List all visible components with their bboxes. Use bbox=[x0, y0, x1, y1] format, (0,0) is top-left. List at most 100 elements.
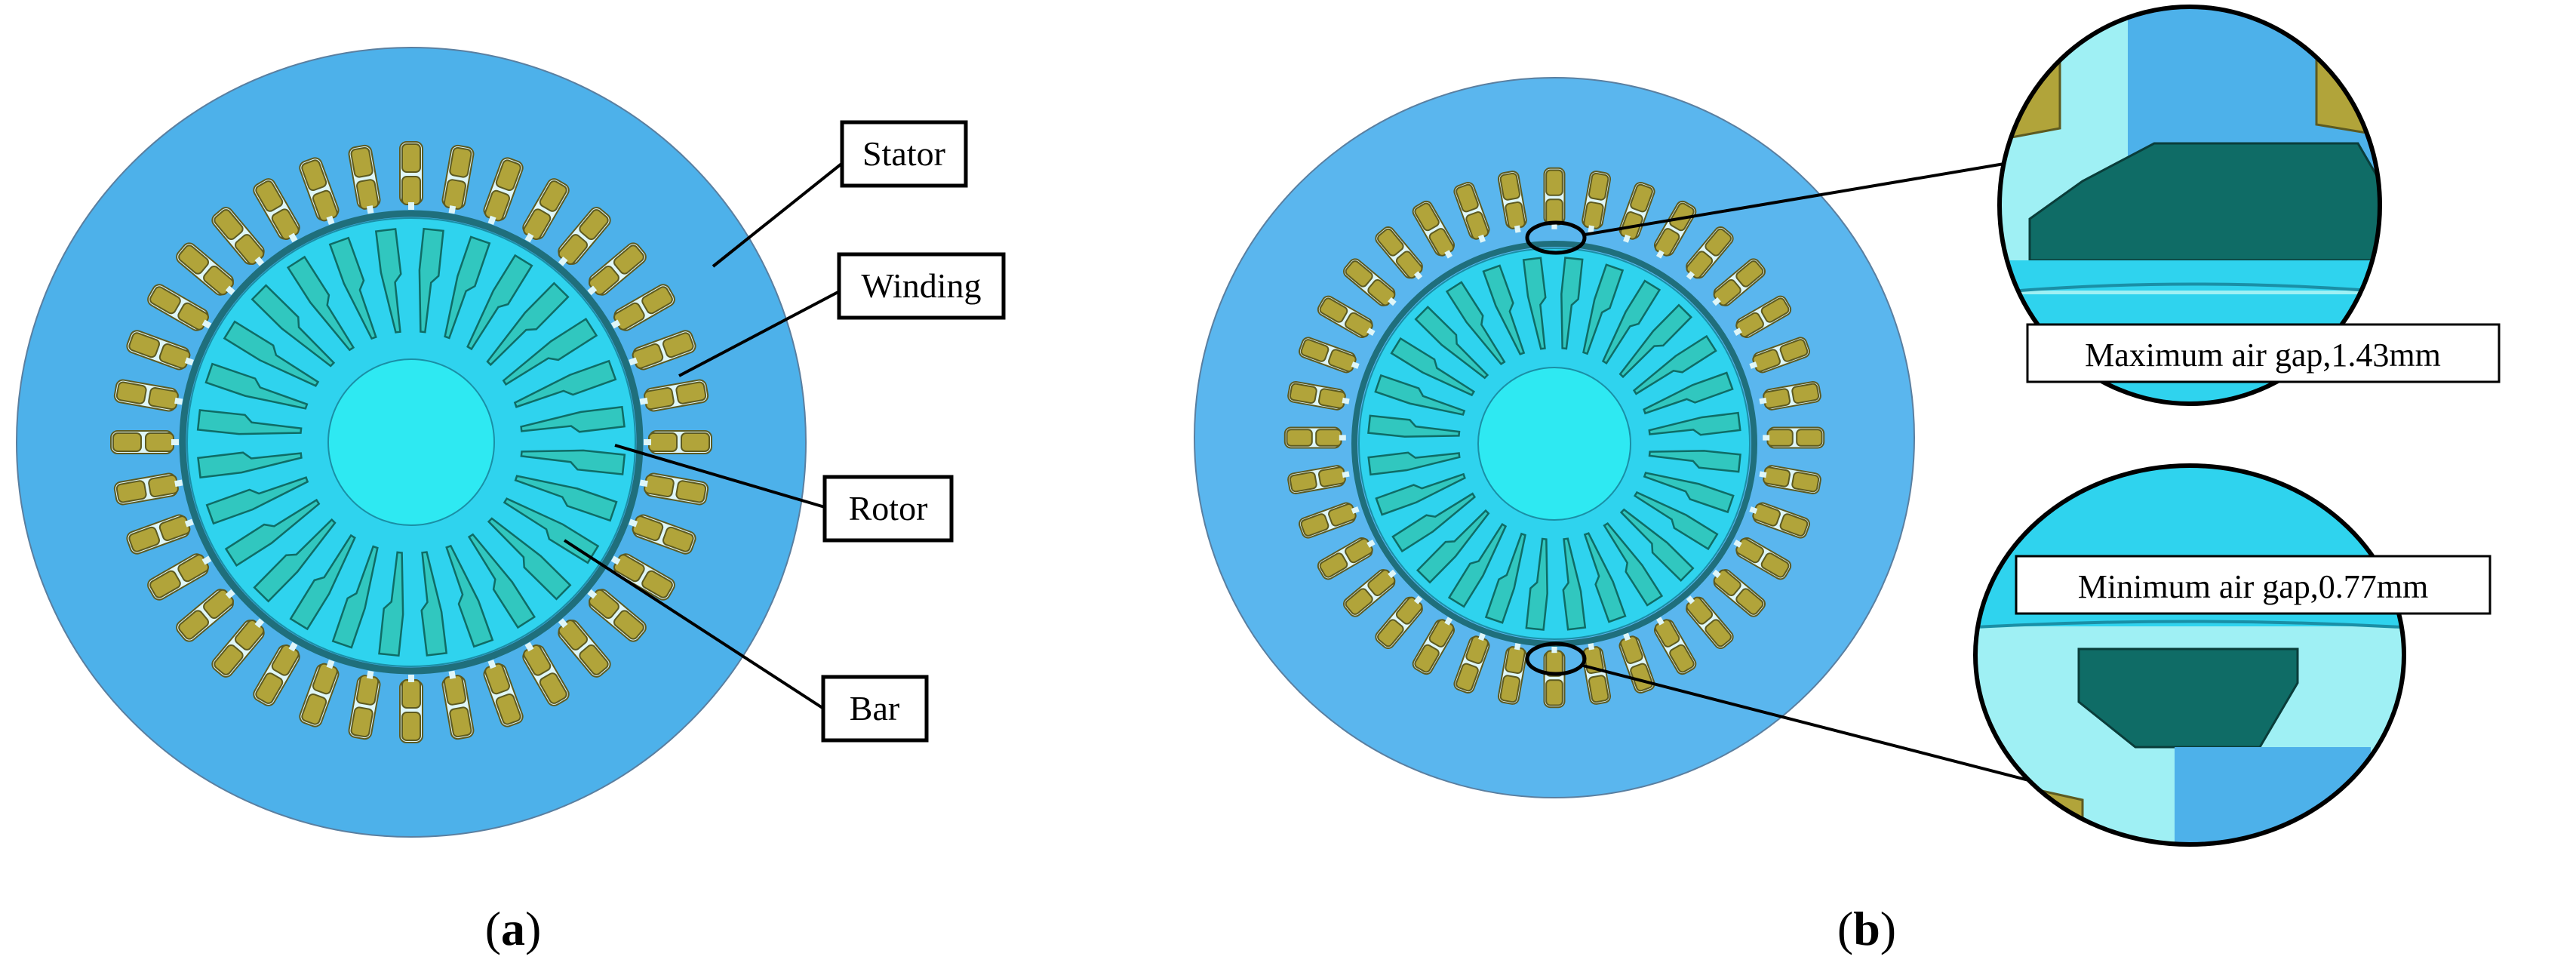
svg-text:Bar: Bar bbox=[850, 689, 899, 727]
winding-slot bbox=[1733, 537, 1792, 580]
winding-slot bbox=[1453, 182, 1490, 243]
leader-stator bbox=[712, 157, 850, 268]
winding-slot bbox=[1343, 258, 1397, 306]
rotor-bar bbox=[1367, 451, 1461, 476]
winding-slot bbox=[1375, 595, 1423, 649]
rotor-bar bbox=[466, 254, 533, 351]
winding-slot bbox=[1733, 295, 1792, 339]
rotor-bar bbox=[1484, 532, 1526, 624]
rotor-bar bbox=[253, 518, 337, 603]
winding-slot bbox=[1453, 632, 1490, 694]
winding-slots-a bbox=[110, 141, 712, 743]
rotor-bar bbox=[328, 236, 377, 340]
winding-slot bbox=[1412, 617, 1456, 675]
winding-slot bbox=[348, 144, 381, 214]
caption-a: (a) bbox=[485, 902, 542, 955]
rotor-bar bbox=[374, 228, 402, 334]
winding-slot bbox=[483, 660, 524, 727]
rotor-bar bbox=[1648, 411, 1741, 436]
rotor-bar bbox=[418, 227, 444, 334]
winding-slot bbox=[1618, 632, 1655, 694]
winding-slot bbox=[1497, 171, 1527, 233]
zoom-max-gap: Maximum air gap,1.43mm bbox=[1997, 5, 2501, 406]
winding-slot bbox=[558, 618, 611, 678]
winding-slot bbox=[558, 207, 611, 266]
rotor-bar bbox=[1391, 492, 1477, 553]
rotor-bars-b bbox=[1367, 257, 1741, 631]
rotor-bar bbox=[331, 545, 379, 649]
winding-slot bbox=[1686, 595, 1734, 649]
winding-slot bbox=[1497, 642, 1527, 705]
rotor-bar bbox=[520, 405, 626, 433]
rotor-bar bbox=[1560, 257, 1584, 350]
winding-slot bbox=[1543, 646, 1566, 709]
winding-slot bbox=[1759, 380, 1821, 411]
rotor-bar bbox=[1633, 491, 1719, 551]
winding-slot bbox=[1283, 426, 1346, 449]
rotor-bar bbox=[467, 533, 536, 629]
shaft-a bbox=[327, 358, 495, 526]
rotor-bar bbox=[205, 476, 309, 525]
winding-slot bbox=[483, 157, 524, 225]
winding-slot bbox=[1317, 537, 1376, 580]
rotor-bar bbox=[1643, 371, 1734, 415]
leader-rotor bbox=[614, 444, 825, 509]
rotor-bar bbox=[1414, 305, 1489, 380]
winding-slot bbox=[639, 472, 709, 506]
winding-slot bbox=[126, 514, 194, 555]
shaft-b bbox=[1477, 367, 1631, 521]
rotor-bar bbox=[520, 449, 626, 475]
winding-slot bbox=[522, 178, 570, 243]
winding-slot bbox=[147, 553, 212, 601]
winding-slot bbox=[610, 284, 675, 331]
rotor-bar bbox=[1482, 264, 1526, 355]
rotor-bar bbox=[1367, 414, 1461, 438]
svg-text:Maximum air gap,1.43mm: Maximum air gap,1.43mm bbox=[2085, 337, 2441, 374]
winding-slot bbox=[348, 670, 381, 740]
winding-slot bbox=[1317, 295, 1376, 339]
winding-slot bbox=[441, 144, 475, 214]
winding-slot bbox=[299, 157, 340, 225]
label-winding: Winding bbox=[837, 252, 1006, 320]
rotor-bar bbox=[204, 362, 309, 410]
winding-slot bbox=[1582, 171, 1612, 233]
winding-slot bbox=[1653, 200, 1697, 259]
winding-slot bbox=[1759, 465, 1821, 495]
winding-slot bbox=[610, 553, 675, 601]
winding-slot bbox=[1712, 569, 1766, 617]
rotor-bar bbox=[1603, 521, 1664, 607]
rotor-bar bbox=[1643, 472, 1735, 514]
winding-slot bbox=[110, 430, 179, 454]
rotor-bar bbox=[1522, 257, 1547, 350]
rotor-bar bbox=[1632, 334, 1717, 395]
rotor-bar bbox=[513, 359, 617, 408]
winding-slot bbox=[147, 284, 212, 331]
svg-text:Minimum air gap,0.77mm: Minimum air gap,0.77mm bbox=[2078, 568, 2428, 605]
winding-slot bbox=[126, 330, 194, 371]
winding-slot bbox=[1749, 337, 1810, 374]
rotor-bar bbox=[223, 320, 320, 387]
winding-slot bbox=[629, 514, 696, 555]
max-gap-label-box bbox=[2026, 323, 2501, 383]
zoom-min-gap: Minimum air gap,0.77mm bbox=[1973, 463, 2491, 847]
rotor-bar bbox=[514, 475, 618, 522]
rotor-bar bbox=[197, 451, 303, 479]
rotor-bar bbox=[1618, 303, 1693, 379]
winding-slot bbox=[176, 589, 235, 642]
rotor-bar bbox=[1619, 508, 1695, 583]
winding-slot bbox=[1712, 258, 1766, 306]
rotor-bar bbox=[1525, 537, 1548, 631]
winding-slot bbox=[176, 242, 235, 296]
winding-slot bbox=[1287, 380, 1350, 411]
rotor-bar bbox=[1447, 522, 1508, 608]
max-gap-marker bbox=[1525, 220, 1587, 255]
winding-slot bbox=[1299, 502, 1360, 539]
winding-slot bbox=[1375, 226, 1423, 280]
winding-slot bbox=[587, 589, 647, 642]
winding-slot bbox=[211, 618, 265, 678]
rotor-bar bbox=[444, 235, 491, 340]
rotor-bar bbox=[224, 498, 321, 567]
airgap-ring-a bbox=[179, 210, 644, 675]
min-gap-marker bbox=[1525, 641, 1587, 676]
rotor-bars-a bbox=[196, 227, 626, 657]
